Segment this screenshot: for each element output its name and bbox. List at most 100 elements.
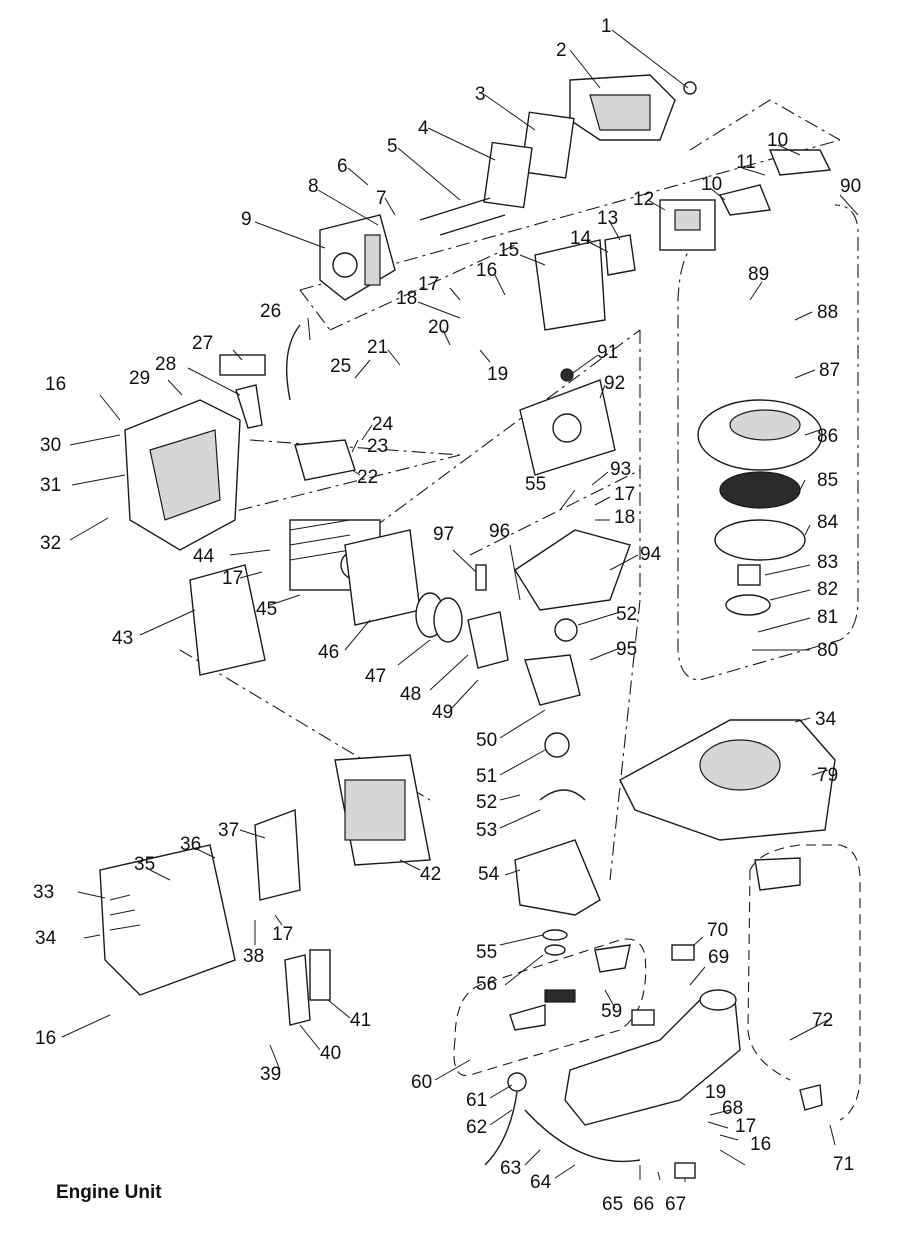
washer [542,929,568,941]
callout-89: 89 [748,264,769,285]
callout-25: 25 [330,356,351,377]
callout-21: 21 [367,337,388,358]
callout-95: 95 [616,639,637,660]
callout-88: 88 [817,302,838,323]
centre-lines [179,329,641,881]
callout-18: 18 [396,288,417,309]
callout-61: 61 [466,1090,487,1111]
callout-43: 43 [112,628,133,649]
callout-87: 87 [819,360,840,381]
callout-83: 83 [817,552,838,573]
muffler-plate [254,809,301,901]
muffler-heat-shield [189,564,266,676]
heat-insulator [534,239,606,331]
starter-pulley [714,519,806,561]
callout-80: 80 [817,640,838,661]
callout-64: 64 [530,1172,552,1193]
callout-44: 44 [193,546,215,567]
callout-17: 17 [272,924,293,945]
callout-19: 19 [487,364,508,385]
callout-35: 35 [134,854,155,875]
callout-85: 85 [817,470,838,491]
callout-52: 52 [476,792,497,813]
bearing [554,618,578,642]
long-bolt [419,197,491,221]
spark-plug [235,384,263,429]
clutch-shoe [594,944,631,973]
callout-55: 55 [476,942,497,963]
callout-69: 69 [708,947,729,968]
callout-71: 71 [833,1154,854,1175]
piston-centre-line [469,469,641,556]
callout-7: 7 [376,188,387,209]
callout-19: 19 [705,1082,726,1103]
fan-housing [619,719,836,841]
callout-24: 24 [372,414,394,435]
fuel-cap-group-outline-left [747,869,791,1081]
callout-14: 14 [570,228,592,249]
callout-5: 5 [387,136,398,157]
callout-3: 3 [475,84,486,105]
callout-34: 34 [35,928,57,949]
piston-ring [433,597,463,643]
callout-84: 84 [817,512,839,533]
crankcase [514,839,601,916]
callout-28: 28 [155,354,176,375]
callout-41: 41 [350,1010,371,1031]
callout-39: 39 [260,1064,281,1085]
clutch-group-outline [453,938,647,1077]
cylinder-gasket [344,529,421,626]
callout-1: 1 [601,16,612,37]
recoil-spring [719,471,801,509]
callout-46: 46 [318,642,339,663]
insulator-block [604,234,636,276]
callout-96: 96 [489,521,510,542]
callout-56: 56 [476,974,497,995]
callout-92: 92 [604,373,625,394]
fuel-line [524,1109,641,1163]
callout-34: 34 [815,709,837,730]
callout-16: 16 [35,1028,56,1049]
callout-20: 20 [428,317,449,338]
callout-17: 17 [614,484,635,505]
fuel-cap-tether [799,1084,823,1111]
carburetor [659,199,716,251]
callout-30: 30 [40,435,61,456]
callout-16: 16 [750,1134,771,1155]
piston-pin [475,564,487,591]
clutch-shoe [509,1004,546,1031]
callout-97: 97 [433,524,454,545]
crankshaft [524,654,581,706]
callout-53: 53 [476,820,497,841]
callout-79: 79 [817,765,838,786]
filter-element [483,141,533,209]
callout-62: 62 [466,1117,487,1138]
carburetor-group-outline-top [689,99,841,151]
callout-59: 59 [601,1001,622,1022]
callout-12: 12 [633,189,654,210]
callout-4: 4 [418,118,429,139]
fuel-cap-group-outline [749,844,861,1121]
callout-48: 48 [400,684,421,705]
muffler [334,754,431,866]
callout-8: 8 [308,176,319,197]
diagram-caption: Engine Unit [56,1182,162,1203]
plug-cap [219,354,266,376]
callout-63: 63 [500,1158,521,1179]
callout-67: 67 [665,1194,686,1215]
ratchet-spring [737,564,761,586]
callout-17: 17 [222,568,243,589]
assembly-outlines [159,99,861,1121]
exhaust-deflector [284,954,311,1026]
gasket [718,184,771,216]
recoil-starter-group-outline [677,204,859,681]
callout-15: 15 [498,240,519,261]
callout-33: 33 [33,882,54,903]
callout-90: 90 [840,176,861,197]
callout-42: 42 [420,864,441,885]
muffler-bracket [309,949,331,1001]
callout-93: 93 [610,459,631,480]
callout-32: 32 [40,533,61,554]
callout-49: 49 [432,702,453,723]
